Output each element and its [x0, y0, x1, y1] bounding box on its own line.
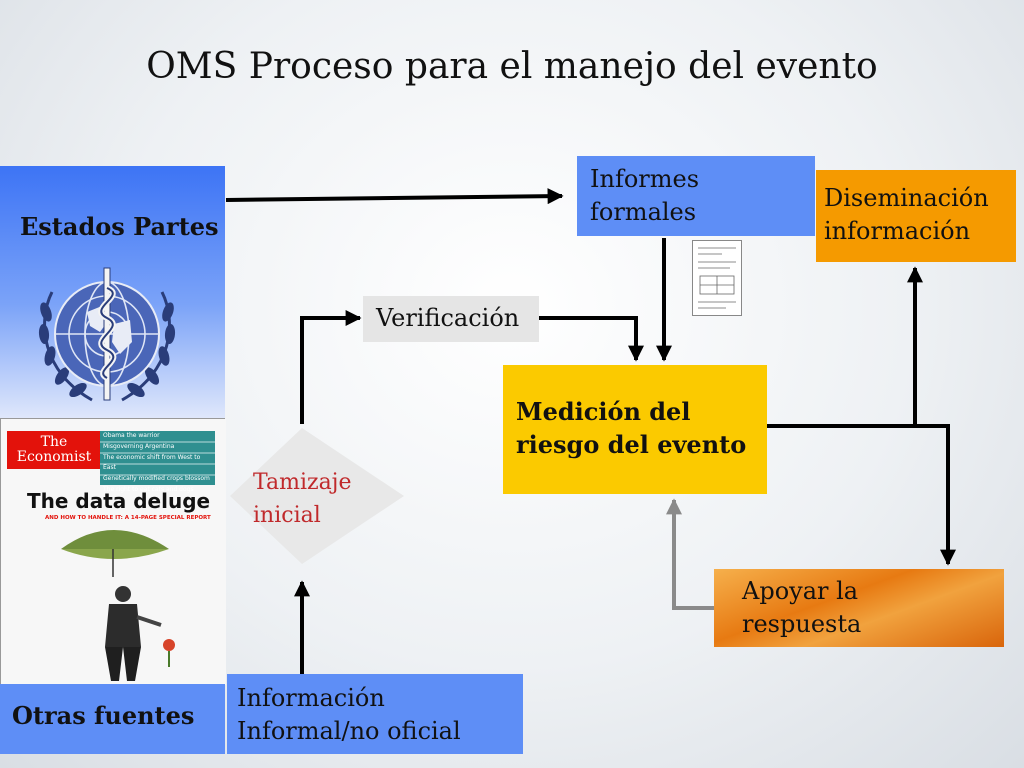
who-emblem-icon	[38, 267, 176, 402]
informacion-informal-line2: Informal/no oficial	[237, 717, 461, 745]
diseminacion-line2: información	[824, 217, 971, 245]
tamizaje-diamond	[230, 428, 404, 564]
economist-subheadline: AND HOW TO HANDLE IT: A 14-PAGE SPECIAL …	[45, 515, 211, 521]
arrow-verificacion-to-medicion	[539, 316, 644, 362]
tamizaje-line2: inicial	[253, 503, 321, 528]
otras-fuentes-box: Otras fuentes	[0, 684, 225, 754]
page-title: OMS Proceso para el manejo del evento	[146, 46, 878, 87]
arrow-apoyar-to-medicion	[666, 498, 714, 610]
arrow-estados-to-informes	[225, 188, 564, 205]
economist-brand-line2: Economist	[16, 449, 92, 465]
verificacion-label: Verificación	[376, 304, 520, 332]
informes-formales-box: Informes formales	[577, 156, 815, 236]
informes-formales-line2: formales	[590, 198, 697, 226]
diseminacion-box: Diseminación información	[816, 170, 1016, 262]
economist-story: The right to eat cats and dogs	[103, 485, 194, 493]
informacion-informal-line1: Información	[237, 684, 385, 712]
economist-story: Genetically modified crops blossom	[103, 475, 210, 483]
medicion-riesgo-box: Medición del riesgo del evento	[503, 365, 767, 494]
medicion-line2: riesgo del evento	[516, 430, 747, 459]
apoyar-respuesta-box: Apoyar la respuesta	[714, 569, 1004, 647]
tamizaje-line1: Tamizaje	[253, 470, 352, 495]
informacion-informal-box: Información Informal/no oficial	[227, 674, 523, 754]
otras-fuentes-label: Otras fuentes	[12, 701, 195, 730]
economist-story: The economic shift from West to East	[103, 453, 201, 472]
apoyar-line1: Apoyar la	[742, 577, 859, 605]
document-icon	[692, 240, 742, 316]
diseminacion-line1: Diseminación	[824, 184, 989, 212]
economist-cover-image	[1, 419, 226, 685]
estados-partes-box: Estados Partes	[0, 166, 225, 418]
economist-cover: The Economist Obama the warrior Misgover…	[0, 418, 226, 685]
verificacion-box: Verificación	[363, 296, 539, 342]
estados-partes-label: Estados Partes	[20, 212, 219, 241]
arrow-medicion-to-apoyar	[767, 424, 956, 566]
apoyar-line2: respuesta	[742, 610, 862, 638]
tamizaje-label: Tamizaje inicial	[253, 466, 352, 532]
arrow-tamizaje-to-verificacion	[300, 310, 362, 424]
economist-story: Misgoverning Argentina	[103, 442, 175, 450]
medicion-line1: Medición del	[516, 397, 691, 426]
economist-headline: The data deluge	[27, 489, 211, 513]
economist-brand-line1: The	[40, 434, 68, 450]
informes-formales-line1: Informes	[590, 165, 700, 193]
economist-story: Obama the warrior	[103, 432, 160, 439]
